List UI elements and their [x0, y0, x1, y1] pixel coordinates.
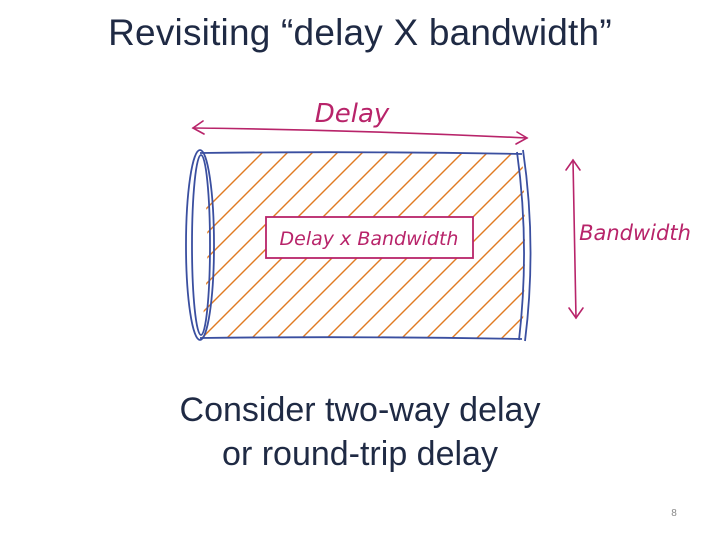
caption: Consider two-way delay or round-trip del…: [0, 388, 720, 476]
product-box: [265, 216, 474, 259]
product-label: Delay x Bandwidth: [280, 228, 459, 250]
slide-title: Revisiting “delay X bandwidth”: [108, 12, 612, 53]
caption-line-2: or round-trip delay: [222, 435, 498, 473]
pipe-body: [199, 151, 523, 340]
page-number: 8: [671, 508, 677, 519]
pipe-left-end: [185, 149, 215, 341]
caption-line-1: Consider two-way delay: [179, 391, 541, 429]
pipe-right-end: [516, 149, 532, 342]
delay-arrow: [191, 120, 529, 145]
bandwidth-label: Bandwidth: [579, 221, 691, 245]
delay-label: Delay: [315, 99, 390, 129]
bandwidth-arrow: [565, 158, 584, 320]
